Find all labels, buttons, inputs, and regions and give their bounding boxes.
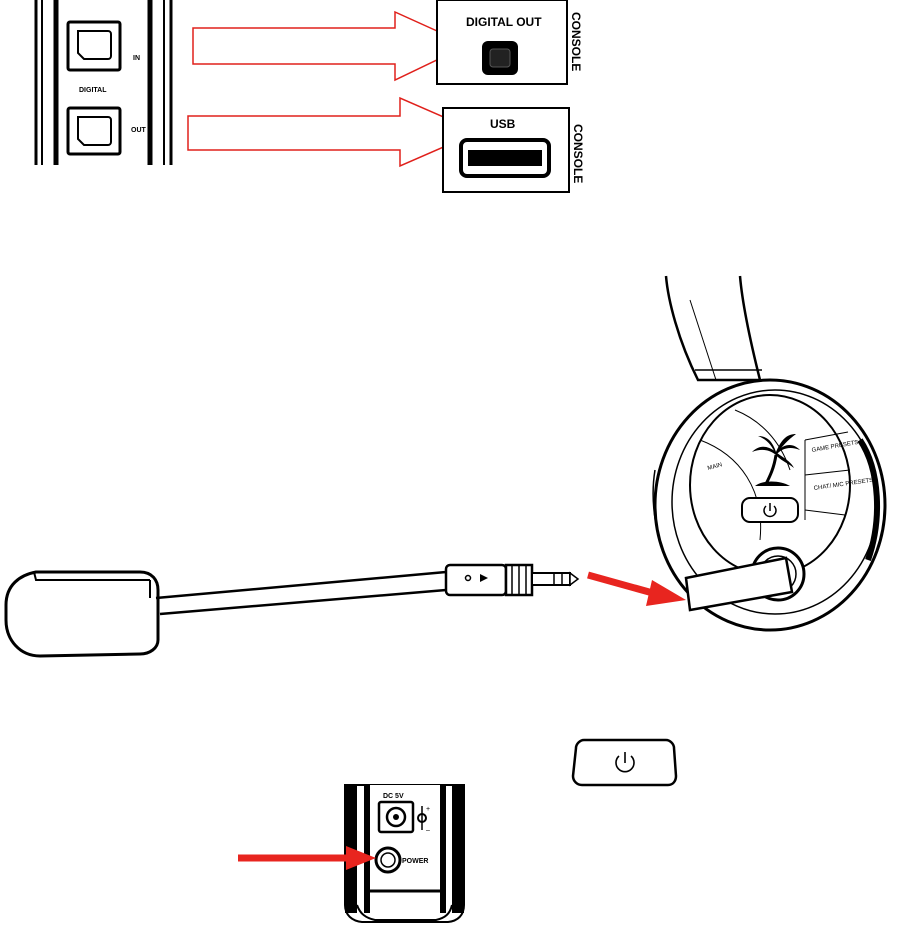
optical-in-port-icon [68,22,120,70]
usb-socket-icon [461,140,549,176]
earcup-power-button [742,498,798,522]
power-label: POWER [402,858,428,865]
optical-out-port-icon [68,108,120,154]
svg-text:–: – [426,827,430,834]
console-usb-panel: USB CONSOLE [443,108,585,192]
power-button-graphic [573,740,676,785]
svg-text:+: + [426,806,430,813]
arrow-to-digital-out-icon [193,12,468,80]
arrow-to-usb-icon [188,98,478,166]
arrow-to-headset-icon [588,575,686,606]
usb-title: USB [490,117,516,131]
port-out-label: OUT [131,127,147,134]
console-side-label-1: CONSOLE [569,12,583,71]
microphone-boom-illustration [6,565,578,656]
digital-out-title: DIGITAL OUT [466,15,542,29]
console-digital-out-panel: DIGITAL OUT CONSOLE [437,0,583,84]
console-side-label-2: CONSOLE [571,124,585,183]
optical-socket-icon [482,41,518,75]
headset-illustration: MAIN GAME PRESETS CHAT/ MIC PRESETS [653,276,885,630]
dc-jack-icon [379,802,413,832]
transmitter-digital-panel: IN DIGITAL OUT [36,0,176,165]
power-button-hole-icon [376,848,400,872]
digital-group-label: DIGITAL [79,87,107,94]
port-in-label: IN [133,55,140,62]
dc-5v-label: DC 5V [383,793,404,800]
